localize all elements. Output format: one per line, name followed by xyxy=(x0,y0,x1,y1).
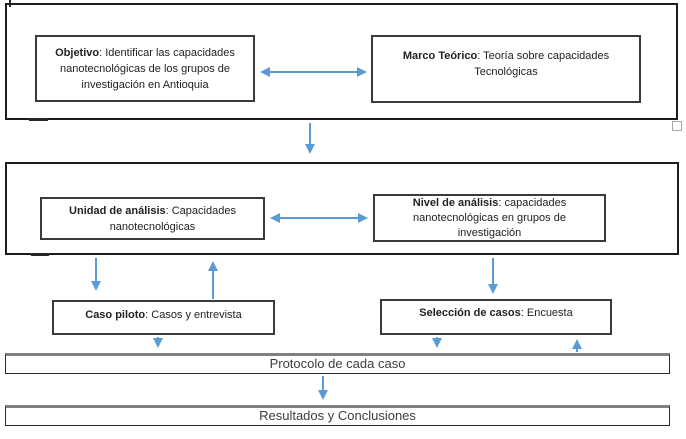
caso-piloto-text: Caso piloto: Casos y entrevista xyxy=(85,309,242,321)
unidad-analisis-box: Unidad de análisis: Capacidades nanotecn… xyxy=(40,197,265,240)
objetivo-box: Objetivo: Identificar las capacidades na… xyxy=(35,35,255,102)
resultados-bar: Resultados y Conclusiones xyxy=(5,405,670,426)
nivel-analisis-box: Nivel de análisis: capacidades nanotecno… xyxy=(373,194,606,242)
stray-mark xyxy=(29,118,48,121)
stray-mark xyxy=(9,0,11,7)
marco-teorico-box: Marco Teórico: Teoría sobre capacidades … xyxy=(371,35,641,103)
unidad-analisis-text: Unidad de análisis: Capacidades nanotecn… xyxy=(69,204,236,233)
objetivo-text: Objetivo: Identificar las capacidades na… xyxy=(55,46,235,91)
caso-piloto-box: Caso piloto: Casos y entrevista xyxy=(52,300,275,335)
seleccion-casos-box: Selección de casos: Encuesta xyxy=(380,299,612,335)
protocolo-text: Protocolo de cada caso xyxy=(269,356,406,371)
nivel-analisis-text: Nivel de análisis: capacidades nanotecno… xyxy=(412,196,567,239)
resultados-text: Resultados y Conclusiones xyxy=(259,408,416,423)
resize-handle[interactable] xyxy=(672,121,682,131)
stray-mark xyxy=(31,253,49,256)
seleccion-casos-text: Selección de casos: Encuesta xyxy=(419,307,573,319)
protocolo-bar: Protocolo de cada caso xyxy=(5,353,670,374)
marco-teorico-text: Marco Teórico: Teoría sobre capacidades … xyxy=(402,50,610,78)
